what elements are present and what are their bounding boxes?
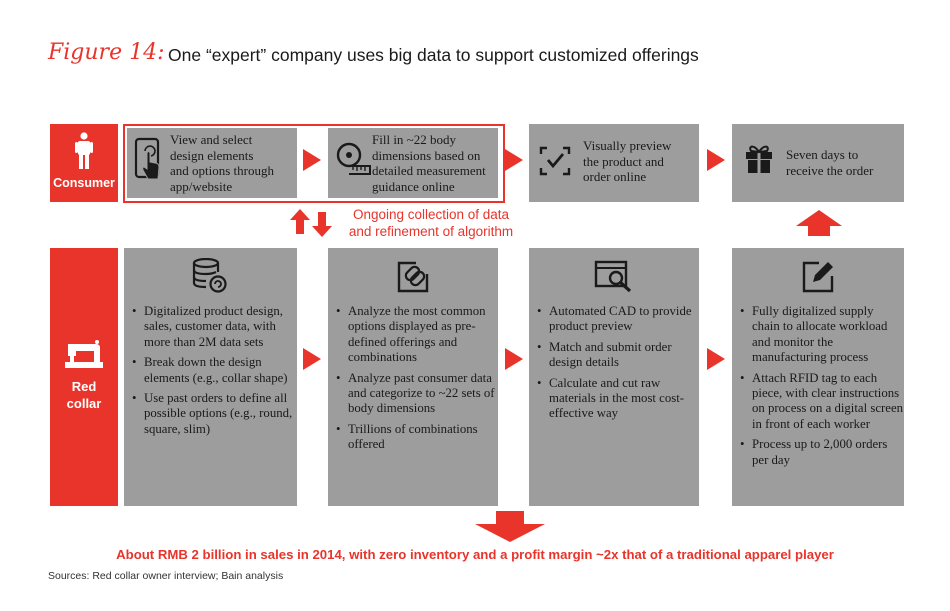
text-line: and options through	[170, 163, 274, 178]
arrow-right-icon	[707, 149, 725, 171]
redcollar-row-label: Red collar	[50, 248, 118, 506]
redcollar-step-3-bullets: Automated CAD to provide product preview…	[537, 304, 698, 427]
bullet-item: Trillions of combinations offered	[336, 422, 497, 453]
consumer-step-4: Seven days to receive the order	[732, 124, 904, 202]
redcollar-label-line: collar	[66, 396, 102, 411]
redcollar-step-4-bullets: Fully digitalized supply chain to alloca…	[740, 304, 904, 473]
bullet-item: Calculate and cut raw materials in the m…	[537, 376, 698, 422]
text-line: order online	[583, 169, 647, 184]
consumer-step-2-text: Fill in ~22 body dimensions based on det…	[372, 132, 498, 194]
bullet-item: Match and submit order design details	[537, 340, 698, 371]
measuring-tape-icon	[336, 142, 371, 175]
consumer-step-3-text: Visually preview the product and order o…	[583, 138, 699, 185]
up-down-arrows-icon	[290, 209, 332, 237]
consumer-step-1-text: View and select design elements and opti…	[170, 132, 295, 194]
redcollar-step-3: Automated CAD to provide product preview…	[529, 248, 699, 506]
person-icon	[75, 132, 93, 169]
bullet-item: Analyze past consumer data and categoriz…	[336, 371, 497, 417]
text-line: Visually preview	[583, 138, 672, 153]
redcollar-step-2: Analyze the most common options displaye…	[328, 248, 498, 506]
pencil-square-icon	[802, 261, 834, 293]
edit-link-icon	[397, 261, 429, 293]
consumer-step-2: Fill in ~22 body dimensions based on det…	[328, 128, 498, 198]
text-line: dimensions based on	[372, 147, 481, 163]
bullet-item: Analyze the most common options displaye…	[336, 304, 497, 366]
consumer-step-4-text: Seven days to receive the order	[786, 147, 904, 178]
bullet-item: Digitalized product design, sales, custo…	[132, 304, 296, 350]
text-line: Fill in ~22 body	[372, 132, 456, 147]
arrow-right-icon	[303, 149, 321, 171]
consumer-step-3: Visually preview the product and order o…	[529, 124, 699, 202]
arrow-right-icon	[505, 149, 523, 171]
bullet-item: Automated CAD to provide product preview	[537, 304, 698, 335]
feedback-text: Ongoing collection of data and refinemen…	[336, 206, 526, 240]
consumer-step-1: View and select design elements and opti…	[127, 128, 297, 198]
redcollar-step-1: Digitalized product design, sales, custo…	[124, 248, 297, 506]
feedback-line: and refinement of algorithm	[348, 224, 514, 239]
bullet-item: Attach RFID tag to each piece, with clea…	[740, 371, 904, 433]
text-line: guidance online	[372, 178, 455, 194]
sources-note: Sources: Red collar owner interview; Bai…	[48, 570, 284, 582]
redcollar-label: Red collar	[50, 378, 118, 412]
text-line: app/website	[170, 178, 233, 194]
consumer-label: Consumer	[53, 176, 115, 190]
tablet-touch-icon	[134, 137, 160, 180]
arrow-right-icon	[707, 348, 725, 370]
text-line: Seven days to	[786, 147, 859, 162]
outcome-text: About RMB 2 billion in sales in 2014, wi…	[116, 547, 834, 562]
text-line: View and select	[170, 132, 253, 147]
text-line: design elements	[170, 147, 254, 163]
consumer-highlight-frame	[123, 124, 505, 203]
arrow-up-icon	[796, 210, 842, 236]
dashed-checkbox-icon	[539, 146, 571, 176]
gift-icon	[746, 145, 772, 173]
text-line: the product and	[583, 153, 664, 169]
search-window-icon	[594, 260, 632, 293]
redcollar-step-4: Fully digitalized supply chain to alloca…	[732, 248, 904, 506]
text-line: detailed measurement	[372, 163, 486, 178]
figure-title: One “expert” company uses big data to su…	[168, 45, 699, 65]
feedback-line: Ongoing collection of data	[352, 207, 510, 222]
bullet-item: Fully digitalized supply chain to alloca…	[740, 304, 904, 366]
redcollar-step-2-bullets: Analyze the most common options displaye…	[336, 304, 497, 458]
text-line: receive the order	[786, 162, 874, 178]
arrow-right-icon	[505, 348, 523, 370]
consumer-row-label: Consumer	[50, 124, 118, 202]
arrow-right-icon	[303, 348, 321, 370]
redcollar-label-line: Red	[71, 379, 97, 394]
bullet-item: Process up to 2,000 orders per day	[740, 437, 904, 468]
arrow-down-icon	[475, 511, 545, 542]
bullet-item: Break down the design elements (e.g., co…	[132, 355, 296, 386]
database-icon	[192, 258, 227, 293]
sewing-machine-icon	[65, 340, 103, 368]
redcollar-step-1-bullets: Digitalized product design, sales, custo…	[132, 304, 296, 442]
figure-label: Figure 14:	[48, 40, 165, 65]
bullet-item: Use past orders to define all possible o…	[132, 391, 296, 437]
